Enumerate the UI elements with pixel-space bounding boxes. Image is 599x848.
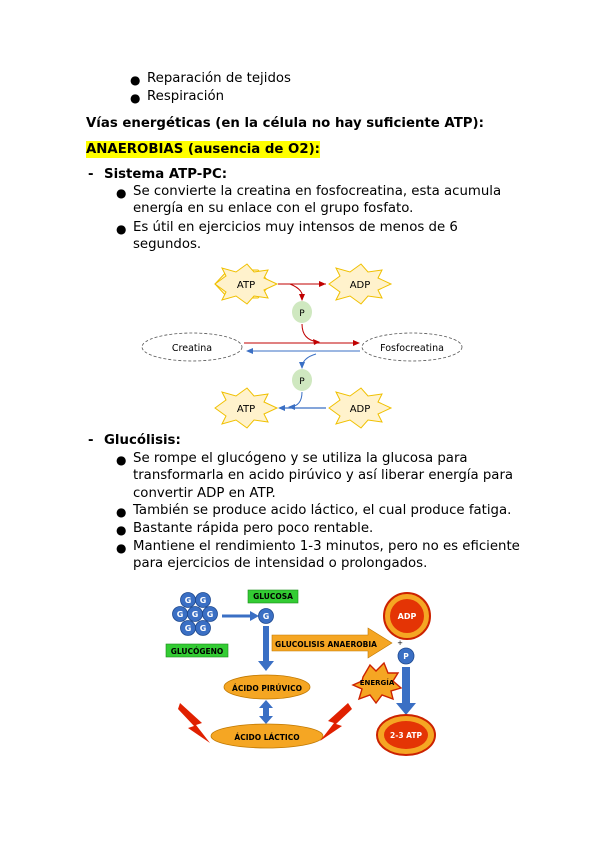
bullet-dot-icon: ● <box>116 505 127 519</box>
bullet-dot-icon: ● <box>130 91 141 105</box>
glucogeno-label-box <box>165 643 229 658</box>
list-item-line: Mantiene el rendimiento 1-3 minutos, per… <box>133 539 520 554</box>
glucosa-label-box <box>247 589 299 604</box>
atp-pc-diagram-shapes: ATP ADP P Creatina Fosfocreatina P ATP A… <box>140 262 470 432</box>
atp-star-top <box>214 263 279 305</box>
phosphate-top-label: P <box>299 309 305 319</box>
list-item: Respiración <box>147 89 225 104</box>
arrow-head-icon <box>258 661 274 671</box>
acido-lactico-ellipse <box>210 723 324 749</box>
list-item-line: Es útil en ejercicios muy intensos de me… <box>133 220 458 235</box>
arrow-head-icon <box>299 362 305 369</box>
piruvico-lactico-arrow <box>263 707 269 717</box>
arrow-head-icon <box>396 703 416 715</box>
arrow-head-icon <box>299 294 305 301</box>
lightning-left-icon <box>178 703 210 743</box>
bullet-dot-icon: ● <box>116 222 127 236</box>
g-label: G <box>263 612 270 621</box>
fosfocreatina-ellipse <box>361 332 463 362</box>
adp-star-bottom <box>328 387 393 429</box>
arrow-head-icon <box>313 339 320 345</box>
creatina-label: Creatina <box>172 343 212 354</box>
phosphate-label: P <box>403 652 409 661</box>
fosfocreatina-label: Fosfocreatina <box>380 343 444 354</box>
list-item-line: energía en su enlace con el grupo fosfat… <box>133 201 414 216</box>
bullet-dot-icon: ● <box>116 453 127 467</box>
g-label: G <box>177 610 184 619</box>
adp-bottom-label: ADP <box>350 404 371 415</box>
phosphate-bottom-icon <box>292 369 312 391</box>
bullet-dot-icon: ● <box>130 73 141 87</box>
adp-top-label: ADP <box>350 280 371 291</box>
list-item-line: para ejercicios de intensidad o prolonga… <box>133 556 428 571</box>
acido-piruvico-ellipse <box>223 674 311 700</box>
glucose-molecule-icon <box>202 606 218 622</box>
section-dash: - <box>88 433 94 448</box>
section-title-glucolisis: Glucólisis: <box>104 433 181 448</box>
atp-top-label: ATP <box>237 280 255 291</box>
list-item-line: También se produce acido láctico, el cua… <box>133 503 512 518</box>
heading-anaerobias: ANAEROBIAS (ausencia de O2): <box>86 141 320 158</box>
acido-lactico-label: ÁCIDO LÁCTICO <box>234 733 299 742</box>
g-label: G <box>185 596 192 605</box>
bullet-dot-icon: ● <box>116 541 127 555</box>
adp-core <box>390 599 424 633</box>
glucolisis-diagram: G G G G G G G GLUCÓGENO GLUCOSA G GLUCOL… <box>165 589 436 756</box>
heading-vias-energeticas: Vías energéticas (en la célula no hay su… <box>86 116 484 131</box>
atp-core <box>384 721 428 749</box>
list-item-line: segundos. <box>133 237 202 252</box>
g-label: G <box>200 624 207 633</box>
lightning-right-icon <box>320 703 352 741</box>
glucose-molecule-icon <box>195 592 211 608</box>
section-dash: - <box>88 167 94 182</box>
arrow-head-icon <box>278 405 285 411</box>
phosphate-icon <box>397 647 415 665</box>
plus-label: + <box>397 639 403 647</box>
arrow-head-icon <box>288 404 295 410</box>
glucose-molecule-icon <box>195 620 211 636</box>
arrow-head-icon <box>250 611 259 621</box>
list-item-line: Bastante rápida pero poco rentable. <box>133 521 374 536</box>
glucose-molecule-icon <box>258 608 274 624</box>
g-label: G <box>192 610 199 619</box>
energia-label: ENERGÍA <box>360 678 395 687</box>
bullet-dot-icon: ● <box>116 186 127 200</box>
list-item-line: convertir ADP en ATP. <box>133 486 276 501</box>
g-label: G <box>200 596 207 605</box>
list-item-line: transformarla en acido pirúvico y así li… <box>133 468 514 483</box>
creatina-ellipse <box>141 332 243 362</box>
list-item: Reparación de tejidos <box>147 71 291 86</box>
g-label: G <box>185 624 192 633</box>
bullet-dot-icon: ● <box>116 523 127 537</box>
glucolisis-label: GLUCOLISIS ANAEROBIA <box>275 640 377 649</box>
atp-star-bottom <box>214 387 279 429</box>
glucogeno-label: GLUCÓGENO <box>171 647 224 656</box>
glucosa-label: GLUCOSA <box>253 592 293 601</box>
list-item-line: Se rompe el glucógeno y se utiliza la gl… <box>133 451 468 466</box>
acido-piruvico-label: ÁCIDO PIRÚVICO <box>232 684 302 693</box>
section-title-atp-pc: Sistema ATP-PC: <box>104 167 228 182</box>
atp-label: 2-3 ATP <box>390 731 422 740</box>
arrow-head-icon <box>319 281 326 287</box>
arrow-head-icon <box>259 700 273 708</box>
adp-star-top <box>328 263 393 305</box>
arrow-head-icon <box>259 716 273 724</box>
g-label: G <box>207 610 214 619</box>
arrow-head-icon <box>353 340 360 346</box>
energia-burst-icon <box>351 661 403 705</box>
atp-bottom-label: ATP <box>237 404 255 415</box>
glucolisis-anaerobia-band <box>271 627 393 659</box>
adp-label: ADP <box>398 612 417 621</box>
glucogeno-cluster: G G G G G G G <box>172 592 218 636</box>
phosphate-top-icon <box>292 301 312 323</box>
arrow-head-icon <box>246 348 253 354</box>
phosphate-bottom-label: P <box>299 377 305 387</box>
list-item-line: Se convierte la creatina en fosfocreatin… <box>133 184 502 199</box>
glucosa-to-piruvico-arrow <box>263 626 269 662</box>
phosphate-to-atp-arrow <box>402 667 410 705</box>
